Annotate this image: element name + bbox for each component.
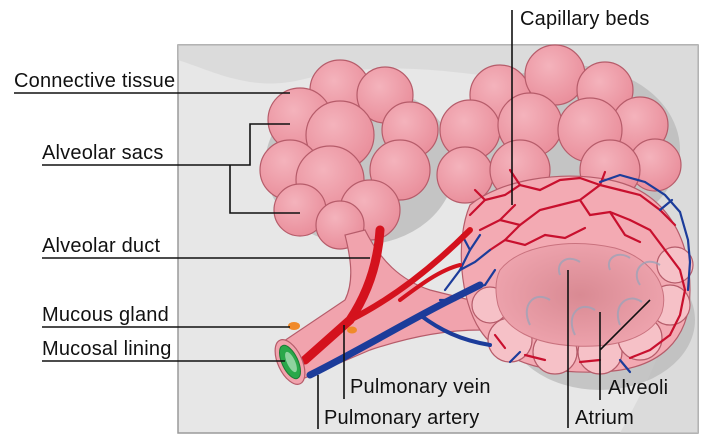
label-mucous-gland: Mucous gland [42,304,169,326]
label-connective-tissue: Connective tissue [14,70,175,92]
mucous-gland-2 [347,327,357,334]
label-mucosal-lining: Mucosal lining [42,338,172,360]
label-atrium: Atrium [575,407,634,429]
label-alveolar-sacs: Alveolar sacs [42,142,164,164]
label-capillary-beds: Capillary beds [520,8,650,30]
label-pulmonary-artery: Pulmonary artery [324,407,479,429]
label-alveoli: Alveoli [608,377,668,399]
label-pulmonary-vein: Pulmonary vein [350,376,491,398]
mucous-gland-1 [288,322,300,330]
label-alveolar-duct: Alveolar duct [42,235,160,257]
